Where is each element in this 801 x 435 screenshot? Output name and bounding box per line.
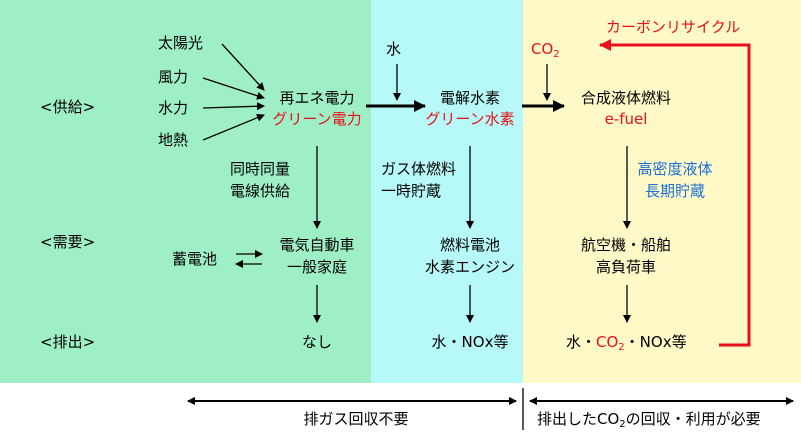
carbon-recycle-loop — [599, 39, 751, 347]
arrow-geothermal — [202, 113, 265, 141]
yellow-transfer-line1: 高密度液体 — [637, 160, 713, 178]
row-label-demand: <需要> — [40, 233, 96, 251]
yellow-emission: 水・CO2・NOx等 — [566, 333, 687, 353]
bottom-left-label: 排ガス回収不要 — [303, 410, 409, 428]
cyan-supply-line1: 電解水素 — [439, 89, 500, 107]
green-supply-line2: グリーン電力 — [272, 110, 362, 128]
battery: 蓄電池 — [172, 250, 218, 268]
source-hydro: 水力 — [158, 99, 189, 117]
co2-input: CO2 — [531, 40, 560, 60]
yellow-panel — [523, 0, 801, 383]
cyan-transfer-line2: 一時貯蔵 — [381, 182, 442, 200]
green-supply-line1: 再エネ電力 — [279, 89, 355, 107]
yellow-demand-line2: 高負荷車 — [595, 258, 656, 276]
green-panel — [0, 0, 371, 383]
green-transfer-line2: 電線供給 — [229, 182, 290, 200]
carbon-recycle-label: カーボンリサイクル — [606, 18, 741, 36]
arrow-wind — [202, 77, 265, 100]
yellow-demand-line1: 航空機・船舶 — [580, 236, 671, 254]
yellow-supply-line2: e-fuel — [604, 110, 648, 128]
cyan-demand-line1: 燃料電池 — [439, 236, 500, 254]
bottom-right-label: 排出したCO2の回収・利用が必要 — [537, 410, 761, 430]
arrow-hydro — [202, 102, 265, 111]
arrow-solar — [221, 43, 265, 91]
water-input: 水 — [386, 40, 402, 58]
source-solar: 太陽光 — [158, 34, 204, 52]
cyan-transfer-line1: ガス体燃料 — [381, 160, 457, 178]
green-demand-line1: 電気自動車 — [279, 236, 355, 254]
cyan-panel — [371, 0, 523, 383]
row-label-emission: <排出> — [40, 333, 96, 351]
green-transfer-line1: 同時同量 — [229, 160, 290, 178]
yellow-supply-line1: 合成液体燃料 — [580, 89, 671, 107]
cyan-demand-line2: 水素エンジン — [424, 258, 515, 276]
green-demand-line2: 一般家庭 — [286, 258, 347, 276]
source-geothermal: 地熱 — [158, 131, 189, 149]
cyan-emission: 水・NOx等 — [431, 333, 509, 351]
row-label-supply: <供給> — [40, 98, 96, 116]
yellow-transfer-line2: 長期貯蔵 — [644, 182, 705, 200]
source-wind: 風力 — [158, 68, 189, 86]
green-emission: なし — [301, 333, 332, 351]
cyan-supply-line2: グリーン水素 — [425, 110, 515, 128]
